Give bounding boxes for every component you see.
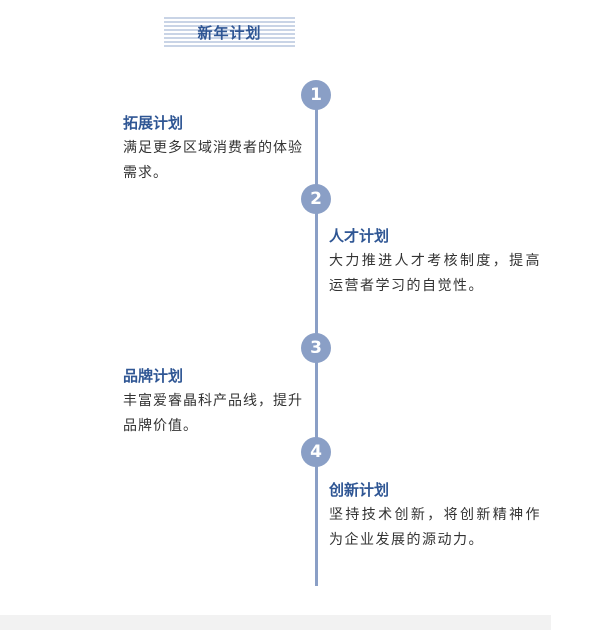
entry-title: 品牌计划: [123, 367, 184, 385]
timeline-entry-1: 拓展计划 满足更多区域消费者的体验需求。: [123, 112, 313, 186]
timeline-entry-3: 品牌计划 丰富爱睿晶科产品线，提升品牌价值。: [123, 365, 313, 439]
timeline-node-2: 2: [301, 184, 331, 214]
entry-title: 拓展计划: [123, 114, 184, 132]
entry-description: 坚持技术创新，将创新精神作为企业发展的源动力。: [329, 507, 541, 548]
page-title: 新年计划: [197, 24, 262, 42]
entry-description: 丰富爱睿晶科产品线，提升品牌价值。: [123, 393, 303, 434]
timeline-entry-4: 创新计划 坚持技术创新，将创新精神作为企业发展的源动力。: [329, 479, 541, 553]
timeline-node-4: 4: [301, 437, 331, 467]
entry-title: 创新计划: [329, 481, 390, 499]
timeline-node-1: 1: [301, 80, 331, 110]
timeline-entry-2: 人才计划 大力推进人才考核制度，提高运营者学习的自觉性。: [329, 225, 541, 299]
title-banner: 新年计划: [164, 17, 295, 48]
entry-description: 大力推进人才考核制度，提高运营者学习的自觉性。: [329, 253, 541, 294]
entry-title: 人才计划: [329, 227, 390, 245]
footer-bar: [0, 615, 551, 630]
timeline-node-3: 3: [301, 333, 331, 363]
entry-description: 满足更多区域消费者的体验需求。: [123, 140, 303, 181]
